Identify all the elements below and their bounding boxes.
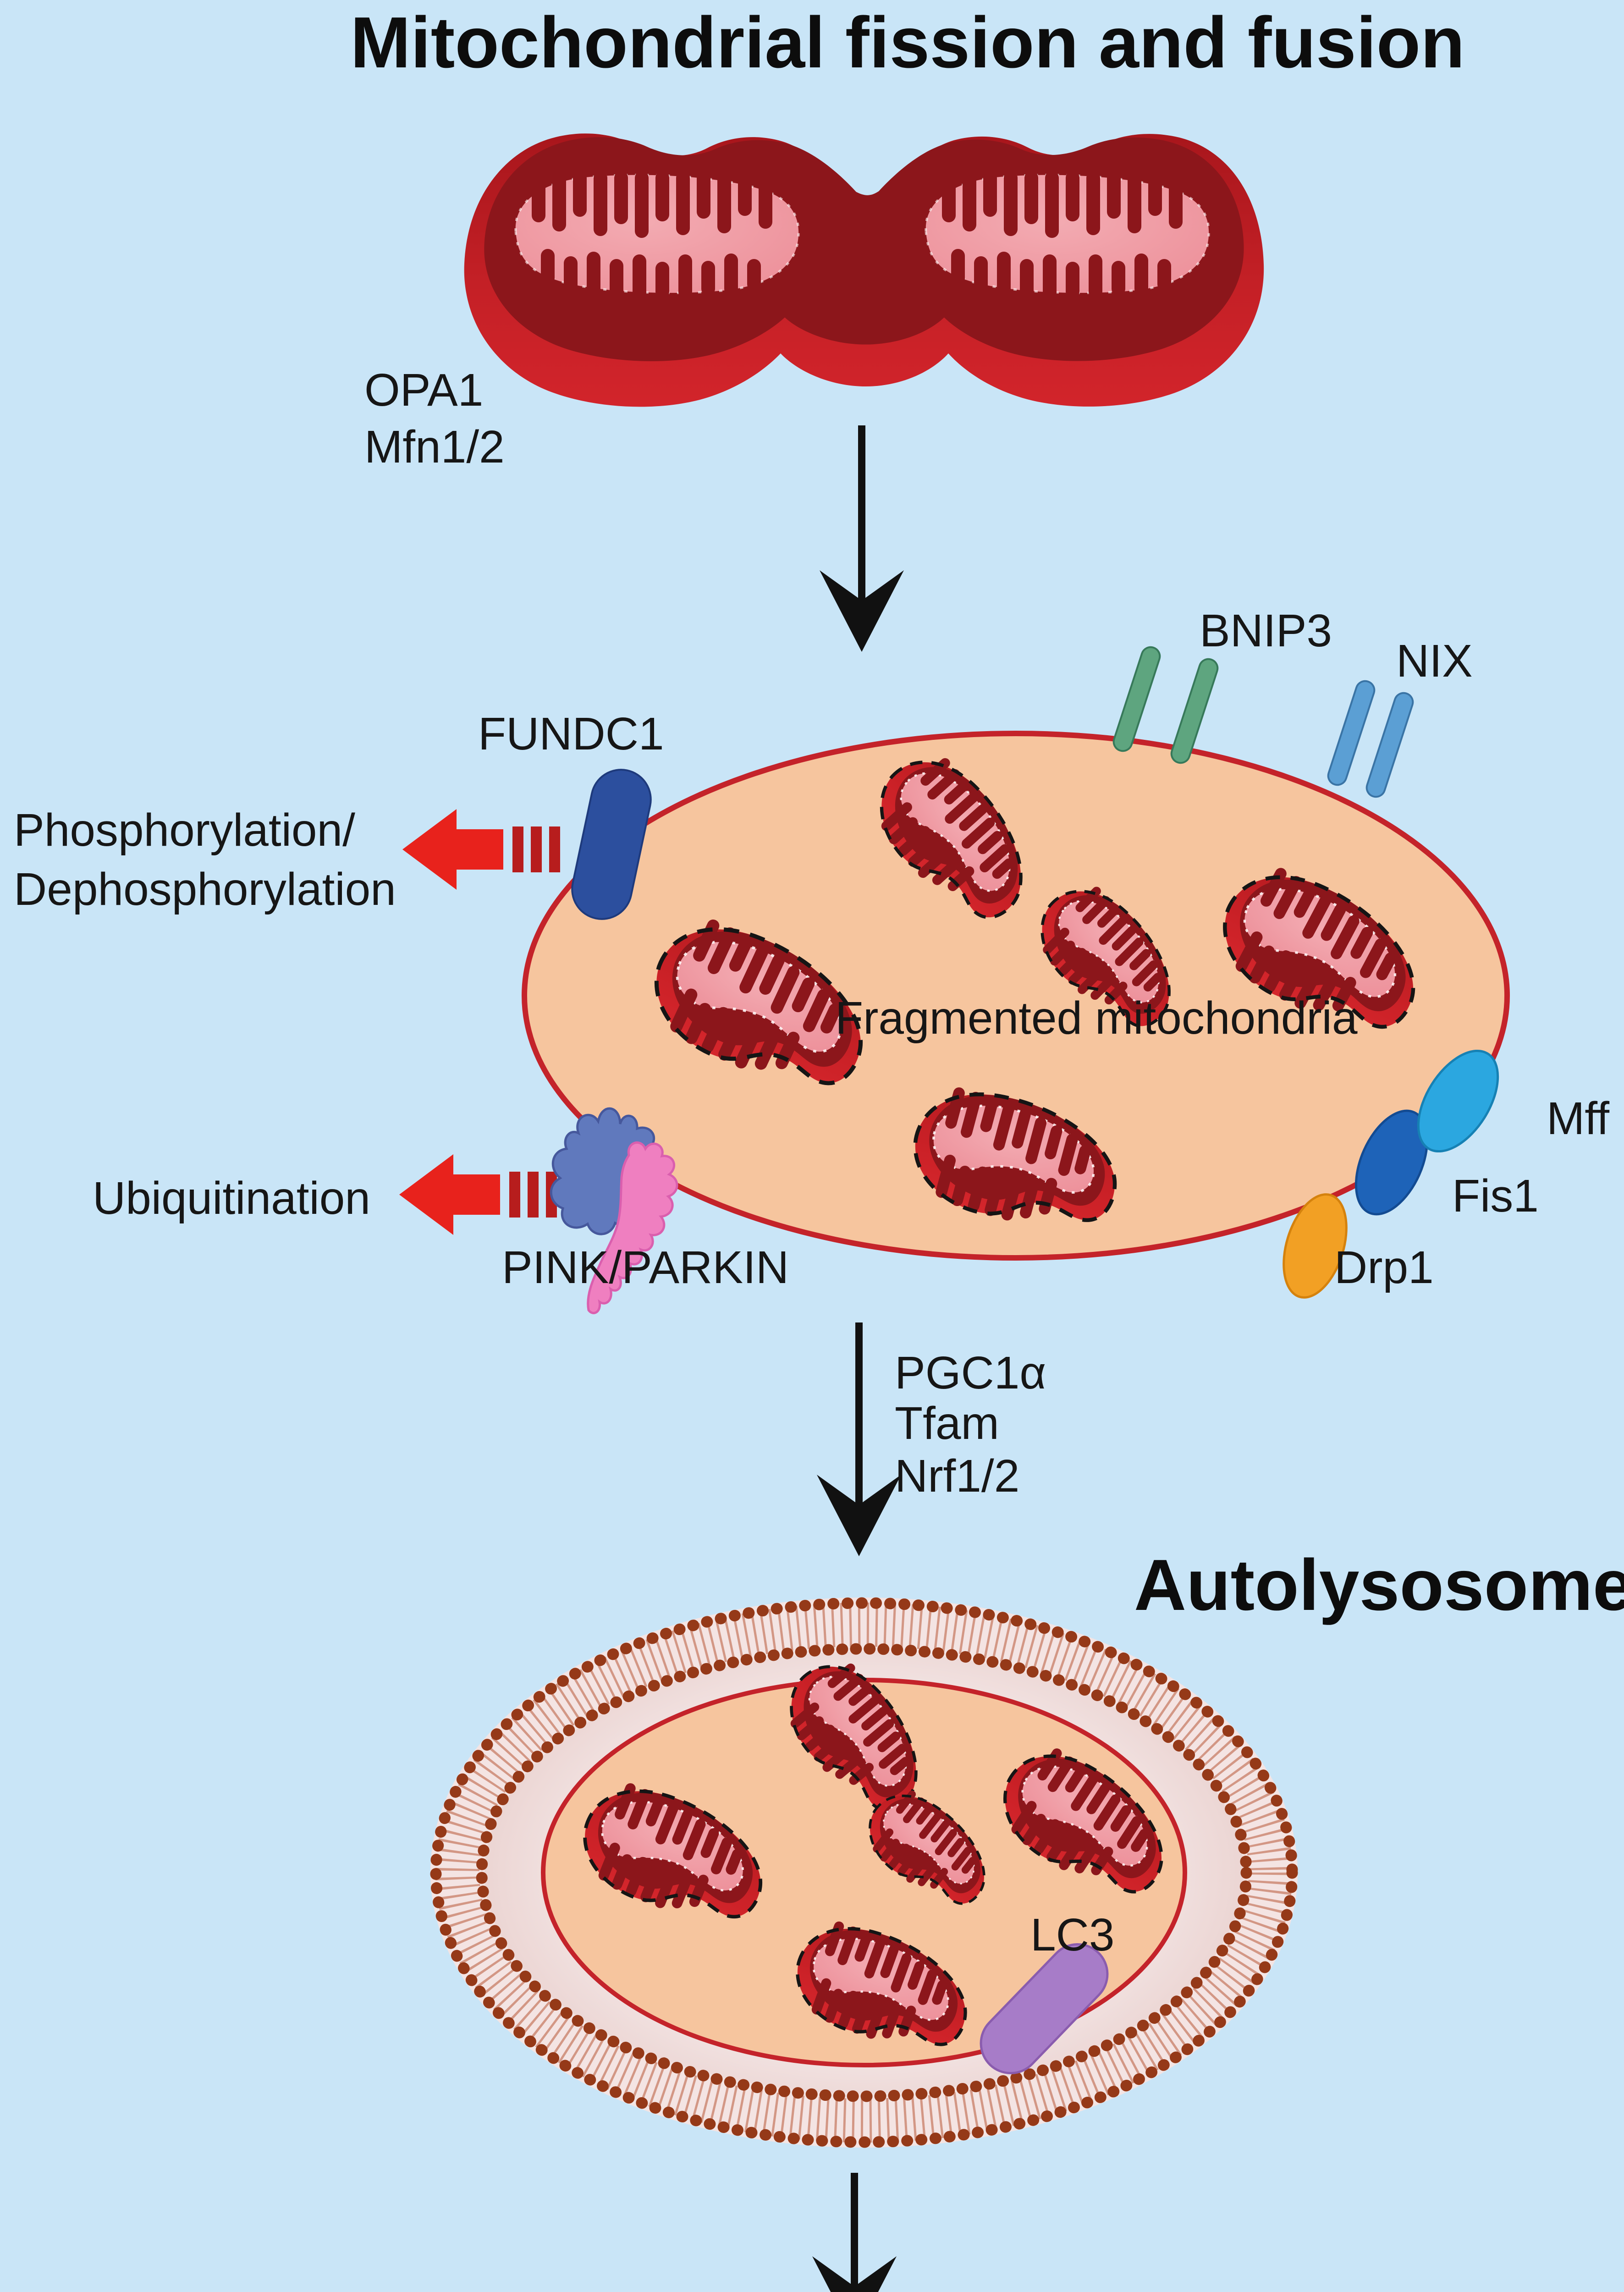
inner-lipid-heads-icon	[476, 1643, 1252, 2102]
fundc1-protein-icon	[571, 769, 652, 920]
lc3-label: LC3	[1030, 1909, 1114, 1961]
down-arrow-icon	[817, 1322, 901, 1556]
biogenesis-factor-nrf: Nrf1/2	[895, 1450, 1019, 1502]
biogenesis-factor-tfam: Tfam	[895, 1398, 999, 1449]
outer-lipid-heads-icon	[430, 1597, 1298, 2148]
nix-receptor-icon	[1327, 680, 1414, 798]
fusion-protein-opa1: OPA1	[364, 364, 483, 416]
lc3-protein-icon	[980, 1943, 1109, 2075]
fundc1-label: FUNDC1	[478, 708, 664, 760]
ubiquitination-label: Ubiquitination	[93, 1173, 370, 1224]
fis1-label: Fis1	[1452, 1170, 1539, 1222]
down-arrow-icon	[820, 425, 904, 652]
pink-parkin-label: PINK/PARKIN	[502, 1242, 789, 1293]
down-arrow-icon	[812, 2173, 897, 2292]
fusion-protein-mfn: Mfn1/2	[364, 421, 505, 473]
pink-parkin-protein-icon	[550, 1107, 678, 1314]
fragmented-mitochondria-label: Fragmented mitochondria	[835, 992, 1358, 1044]
phosphorylation-label-line1: Phosphorylation/	[14, 804, 355, 856]
autolysosome-title: Autolysosome	[1134, 1545, 1624, 1625]
top-title: Mitochondrial fission and fusion	[350, 2, 1464, 83]
fis1-protein-icon	[1354, 1109, 1429, 1216]
biogenesis-factor-pgc1a: PGC1α	[895, 1347, 1046, 1399]
nix-label: NIX	[1396, 635, 1473, 687]
mff-label: Mff	[1547, 1093, 1609, 1144]
lipid-tails-icon	[435, 1603, 1293, 2143]
cell-membrane	[522, 731, 1510, 1261]
bnip3-receptor-icon	[1112, 646, 1219, 764]
drp1-protein-icon	[1283, 1193, 1348, 1299]
mff-protein-icon	[1417, 1049, 1499, 1153]
fragmented-mitochondria-cell: Fragmented mitochondria	[522, 731, 1510, 1261]
bnip3-label: BNIP3	[1200, 605, 1332, 656]
drp1-label: Drp1	[1334, 1242, 1434, 1293]
phosphorylation-label-line2: Dephosphorylation	[14, 864, 396, 915]
